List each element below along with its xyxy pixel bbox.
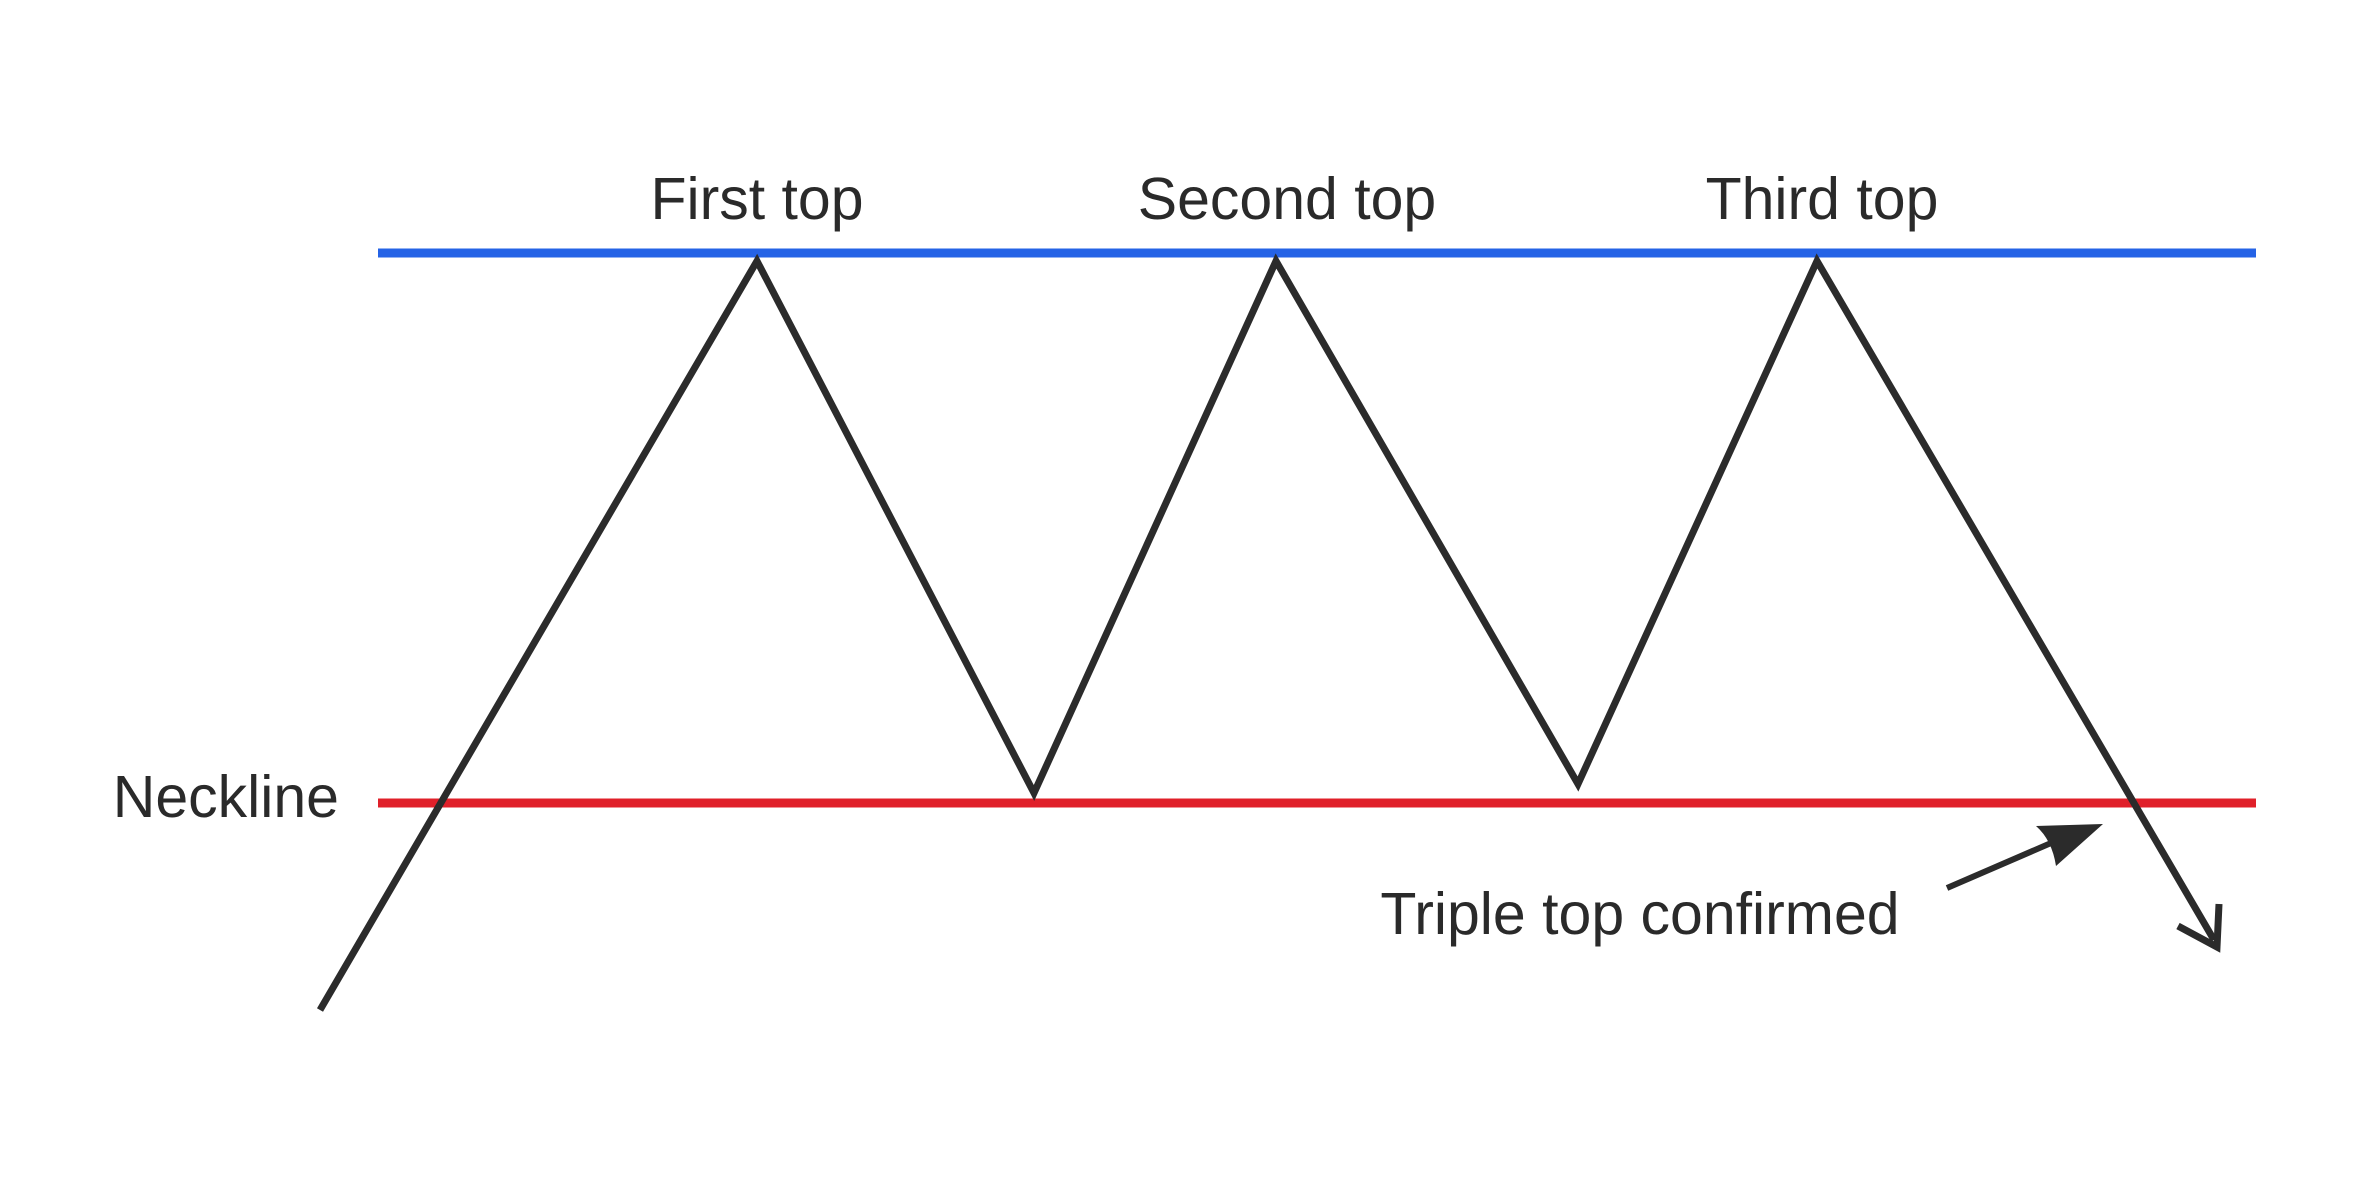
confirmation-arrow-head-icon	[2036, 824, 2103, 866]
third-top-label: Third top	[1706, 166, 1939, 232]
confirmation-arrow-shaft	[1945, 837, 2060, 891]
neckline-label: Neckline	[113, 764, 339, 830]
second-top-label: Second top	[1138, 166, 1437, 232]
first-top-label: First top	[650, 166, 863, 232]
price-path-arrowhead-icon	[2176, 903, 2223, 953]
triple-top-confirmed-label: Triple top confirmed	[1380, 881, 1899, 947]
price-path	[316, 253, 2218, 1012]
